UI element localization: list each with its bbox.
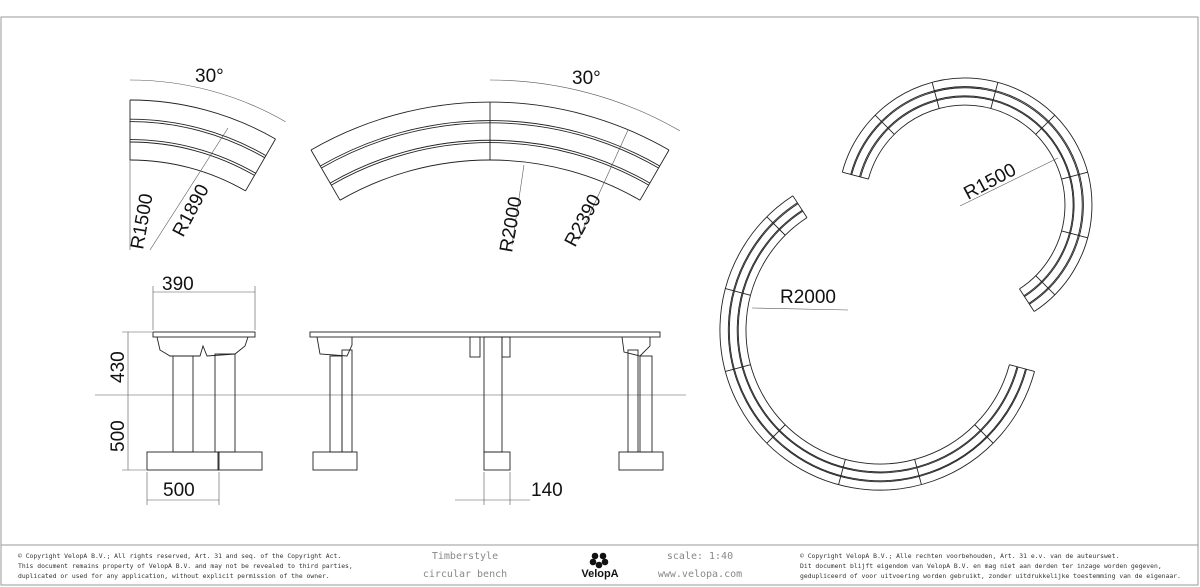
side-elevation <box>95 286 686 505</box>
scale-label: scale: 1:40 <box>666 551 734 562</box>
seat-slat-edge <box>841 77 1093 312</box>
seat-slat-edge <box>737 210 1018 473</box>
segment-end <box>914 459 922 485</box>
seat-slat-edge <box>129 159 246 192</box>
seat-slat-edge <box>727 202 1027 483</box>
product-line: Timberstyle <box>431 551 499 562</box>
segment-end <box>792 195 808 218</box>
plan-view <box>719 77 1093 491</box>
seat-slat-edge <box>129 139 256 174</box>
copyright-english: © Copyright VelopA B.V.; All rights rese… <box>18 551 353 581</box>
segment-end <box>974 424 994 444</box>
segment-end <box>1035 114 1056 135</box>
segment-end <box>874 114 895 135</box>
segment-end <box>838 459 846 485</box>
copyright-line: This document remains property of VelopA… <box>18 562 353 570</box>
seat-slat-edge <box>339 159 641 201</box>
segment-end <box>1035 275 1056 296</box>
logo-text: VelopA <box>581 568 619 580</box>
seat-slat-edge <box>745 217 1010 465</box>
seat-slat-edge <box>851 87 1083 304</box>
copyright-dutch: © Copyright VelopA B.V.; Alle rechten vo… <box>800 551 1181 581</box>
scale-info: scale: 1:40 www.velopa.com <box>650 548 750 584</box>
seat-slat-edge <box>850 86 1084 305</box>
website-link[interactable]: www.velopa.com <box>657 569 743 580</box>
seat-width-dimension: 390 <box>162 274 194 295</box>
segment-end <box>990 82 999 109</box>
segment-end <box>1061 230 1088 239</box>
foot-height-dimension: 500 <box>108 420 129 452</box>
segment-end <box>766 424 786 444</box>
radius-leader <box>511 164 525 246</box>
segment-end <box>1009 364 1035 372</box>
radius-leader <box>577 129 629 241</box>
inner-radius-label: R1500 <box>127 192 157 251</box>
copyright-line: gedupliceerd of voor uitvoering worden g… <box>800 572 1181 580</box>
seat-slat-edge <box>129 121 265 159</box>
velopa-logo <box>589 552 609 569</box>
small-radius-label: R1500 <box>960 160 1019 205</box>
front-elevation <box>309 331 664 505</box>
segment-end <box>725 288 751 296</box>
post-width-dimension: 140 <box>531 480 563 501</box>
angle-label: 30° <box>195 66 224 87</box>
seat-slat-edge <box>736 209 1019 474</box>
inner-radius-label: R2000 <box>496 195 526 254</box>
product-title: Timberstyle circular bench <box>410 548 520 584</box>
segment-end <box>1019 288 1035 312</box>
seat-height-dimension: 430 <box>108 351 129 383</box>
drawing-frame <box>0 16 1199 586</box>
copyright-line: Dit document blijft eigendom van VelopA … <box>800 562 1162 570</box>
segment-end <box>842 171 869 180</box>
seat-slat-edge <box>867 104 1066 290</box>
top-middle-segment-view <box>310 79 681 246</box>
segment-end <box>245 138 276 192</box>
angle-label: 30° <box>572 68 601 89</box>
copyright-line: © Copyright VelopA B.V.; All rights rese… <box>18 552 342 560</box>
outer-radius-label: R2390 <box>561 191 606 250</box>
copyright-line: © Copyright VelopA B.V.; Alle rechten vo… <box>800 552 1120 560</box>
segment-end <box>639 149 670 201</box>
segment-end <box>310 149 341 201</box>
seat-slat-edge <box>129 118 267 156</box>
seat-slat-edge <box>859 95 1075 297</box>
segment-end <box>931 82 940 109</box>
segment-end <box>725 364 751 372</box>
foot-width-dimension: 500 <box>163 480 195 501</box>
segment-end <box>766 216 786 236</box>
seat-slat-edge <box>728 203 1026 482</box>
angle-dimension-arc <box>129 79 286 122</box>
radius-leader <box>149 127 229 251</box>
seat-slat-edge <box>860 96 1074 297</box>
seat-slat-edge <box>719 195 1035 491</box>
top-left-segment-view <box>129 79 286 251</box>
outer-radius-label: R1890 <box>169 181 214 240</box>
copyright-line: duplicated or used for any application, … <box>18 572 330 580</box>
segment-end <box>1061 171 1088 180</box>
large-radius-label: R2000 <box>780 287 836 308</box>
product-name: circular bench <box>422 569 508 580</box>
seat-slat-edge <box>129 99 276 140</box>
seat-slat-edge <box>129 141 255 176</box>
